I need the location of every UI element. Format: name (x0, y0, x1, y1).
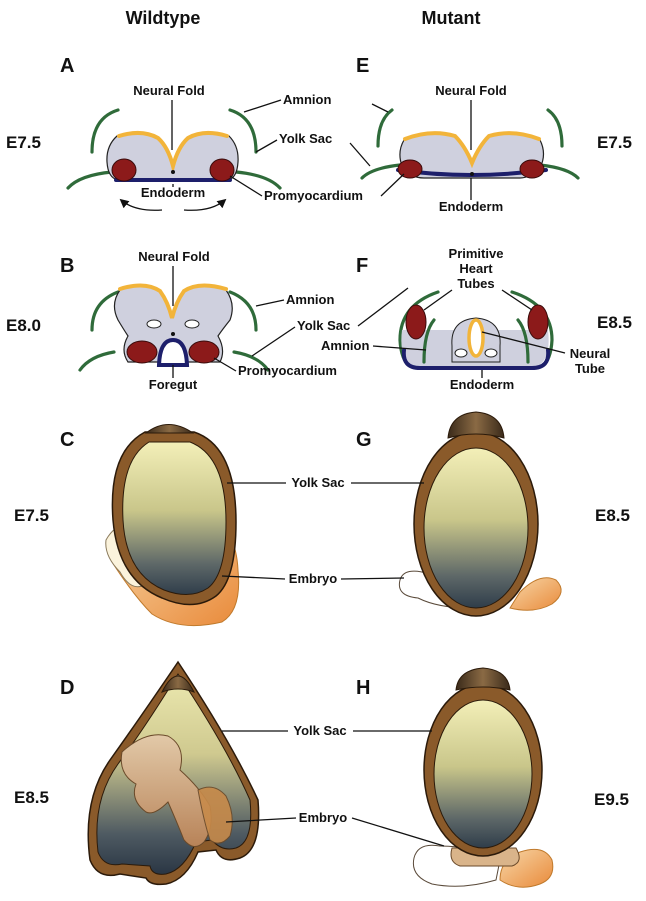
panel-letter-g: G (356, 429, 372, 451)
label-amnion-a: Amnion (283, 92, 331, 107)
stage-label-c: E7.5 (14, 506, 49, 525)
yolk-sac-inner-g (424, 448, 528, 608)
ectoplacental-cone-g (448, 412, 504, 438)
notochord-b (171, 332, 175, 336)
foregut-b (159, 340, 187, 365)
ectoplacental-cone-c (146, 425, 193, 434)
stage-label-d: E8.5 (14, 788, 49, 807)
promyocardium-right-e (520, 160, 544, 178)
panel-c: C E7.5 (14, 425, 239, 626)
label-neural-fold-b: Neural Fold (138, 249, 210, 264)
panel-letter-h: H (356, 677, 370, 699)
heart-tube-left-f (406, 305, 426, 339)
amnion-left-b (92, 292, 118, 330)
panel-letter-c: C (60, 429, 74, 451)
label-heart-f: Heart (459, 261, 493, 276)
panel-letter-e: E (356, 55, 369, 77)
label-tubes-f: Tubes (457, 276, 494, 291)
panel-b: B E8.0 Neural Fold Amnion Yolk Sac Foreg… (6, 249, 350, 392)
somite-left-f (455, 349, 467, 357)
ectoplacental-cone-h (456, 668, 510, 690)
neural-tube-f (469, 320, 483, 356)
stage-label-a: E7.5 (6, 133, 41, 152)
label-tube-f: Tube (575, 361, 605, 376)
arrow-left-a (121, 200, 162, 210)
promyocardium-left-e (398, 160, 422, 178)
panel-f: F E8.5 Primitive Heart Tubes Amnion Neur… (321, 246, 632, 392)
stage-label-f: E8.5 (597, 313, 632, 332)
yolk-sac-inner-h (434, 700, 532, 848)
stage-label-g: E8.5 (595, 506, 630, 525)
yolk-sac-left-b (80, 352, 114, 370)
header-wildtype: Wildtype (126, 8, 201, 28)
label-promyocardium-a: Promyocardium (264, 188, 363, 203)
yolk-sac-left-a (68, 172, 112, 188)
label-neural-fold-e: Neural Fold (435, 83, 507, 98)
somite-right-b (185, 320, 199, 328)
panel-letter-f: F (356, 255, 368, 277)
notochord-a (171, 170, 175, 174)
arrow-right-a (184, 200, 225, 210)
panel-letter-d: D (60, 677, 74, 699)
somite-left-b (147, 320, 161, 328)
panel-g: G E8.5 (356, 412, 630, 616)
panel-d: D E8.5 (14, 662, 259, 884)
label-endoderm-e: Endoderm (439, 199, 503, 214)
label-embryo-dh: Embryo (299, 810, 347, 825)
amnion-right-b (230, 292, 256, 330)
label-yolk-sac-b: Yolk Sac (297, 318, 350, 333)
amnion-right-e (548, 110, 562, 146)
label-embryo-cg: Embryo (289, 571, 337, 586)
stage-label-b: E8.0 (6, 316, 41, 335)
label-yolk-sac-cg: Yolk Sac (291, 475, 344, 490)
promyocardium-right-a (210, 159, 234, 181)
label-promyocardium-b: Promyocardium (238, 363, 337, 378)
label-amnion-f: Amnion (321, 338, 369, 353)
promyocardium-left-a (112, 159, 136, 181)
label-primitive-f: Primitive (449, 246, 504, 261)
promyocardium-right-b (189, 341, 219, 363)
panel-e: E E7.5 Neural Fold Endoderm (350, 55, 632, 214)
amnion-left-e (378, 110, 392, 146)
promyocardium-left-b (127, 341, 157, 363)
stage-label-e: E7.5 (597, 133, 632, 152)
yolk-sac-right-a (236, 172, 280, 188)
notochord-e (470, 172, 474, 176)
label-neural-fold-a: Neural Fold (133, 83, 205, 98)
panel-a: A E7.5 Neural Fold Amnion Yolk Sac Endod… (6, 55, 363, 210)
stage-label-h: E9.5 (594, 790, 629, 809)
label-endoderm-f: Endoderm (450, 377, 514, 392)
label-foregut-b: Foregut (149, 377, 198, 392)
label-endoderm-a: Endoderm (141, 185, 205, 200)
label-amnion-b: Amnion (286, 292, 334, 307)
panel-letter-a: A (60, 55, 74, 77)
panel-h: H E9.5 (356, 668, 629, 887)
label-yolk-sac-dh: Yolk Sac (293, 723, 346, 738)
somite-right-f (485, 349, 497, 357)
yolk-sac-left-e (362, 165, 400, 178)
label-neural-f: Neural (570, 346, 610, 361)
label-yolk-sac-a: Yolk Sac (279, 131, 332, 146)
header-mutant: Mutant (422, 8, 481, 28)
panel-letter-b: B (60, 255, 74, 277)
